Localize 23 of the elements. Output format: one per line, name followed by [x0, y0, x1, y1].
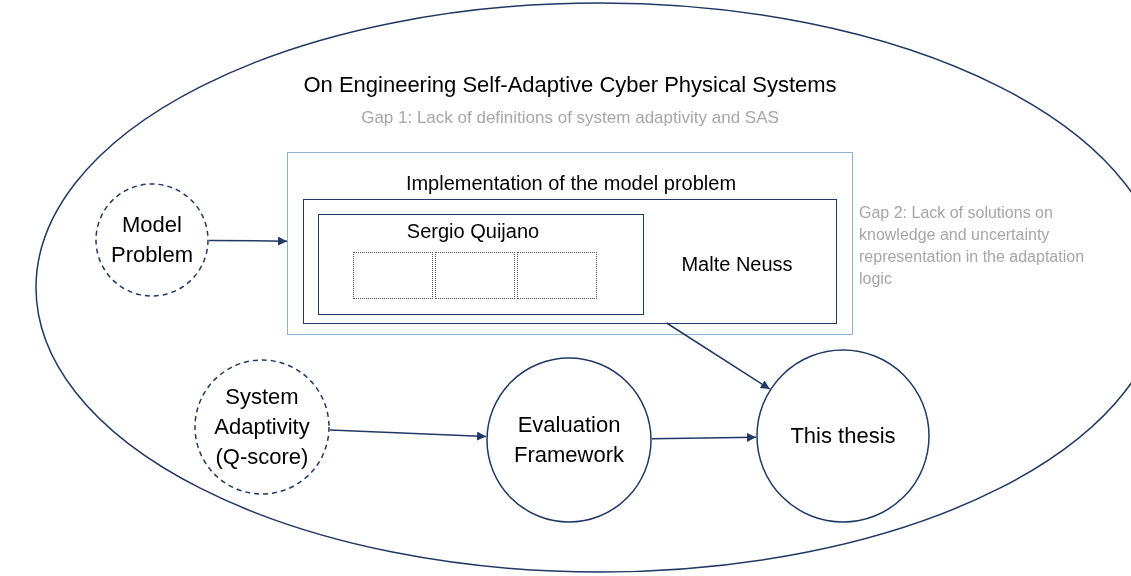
arrow [208, 236, 288, 246]
box-title: Implementation of the model problem [404, 171, 738, 196]
gap-note: Gap 2: Lack of solutions on knowledge and uncertainty representation in the adaptation logic [859, 203, 1086, 289]
dotted-box [353, 252, 433, 299]
box-title: Sergio Quijano [405, 219, 541, 244]
node-label: Evaluation Framework [513, 411, 625, 469]
dashed-circle [95, 183, 209, 297]
node-label: Model Problem [110, 211, 194, 269]
diagram-title: On Engineering Self-Adaptive Cyber Physical Systems [302, 71, 838, 99]
dotted-box [517, 252, 597, 299]
dotted-box [435, 252, 515, 299]
process-circle [756, 349, 930, 523]
process-circle [486, 357, 652, 523]
arrow [665, 322, 771, 390]
arrow [651, 432, 757, 442]
box-title: Malte Neuss [680, 252, 794, 277]
arrow [329, 429, 487, 441]
node-label: This thesis [789, 422, 897, 450]
contributor-box [318, 214, 644, 315]
gap-note: Gap 1: Lack of definitions of system adaptivity and SAS [360, 107, 780, 129]
dashed-circle [194, 359, 330, 495]
contributor-box [303, 199, 837, 324]
node-label: System Adaptivity (Q-score) [213, 383, 311, 471]
